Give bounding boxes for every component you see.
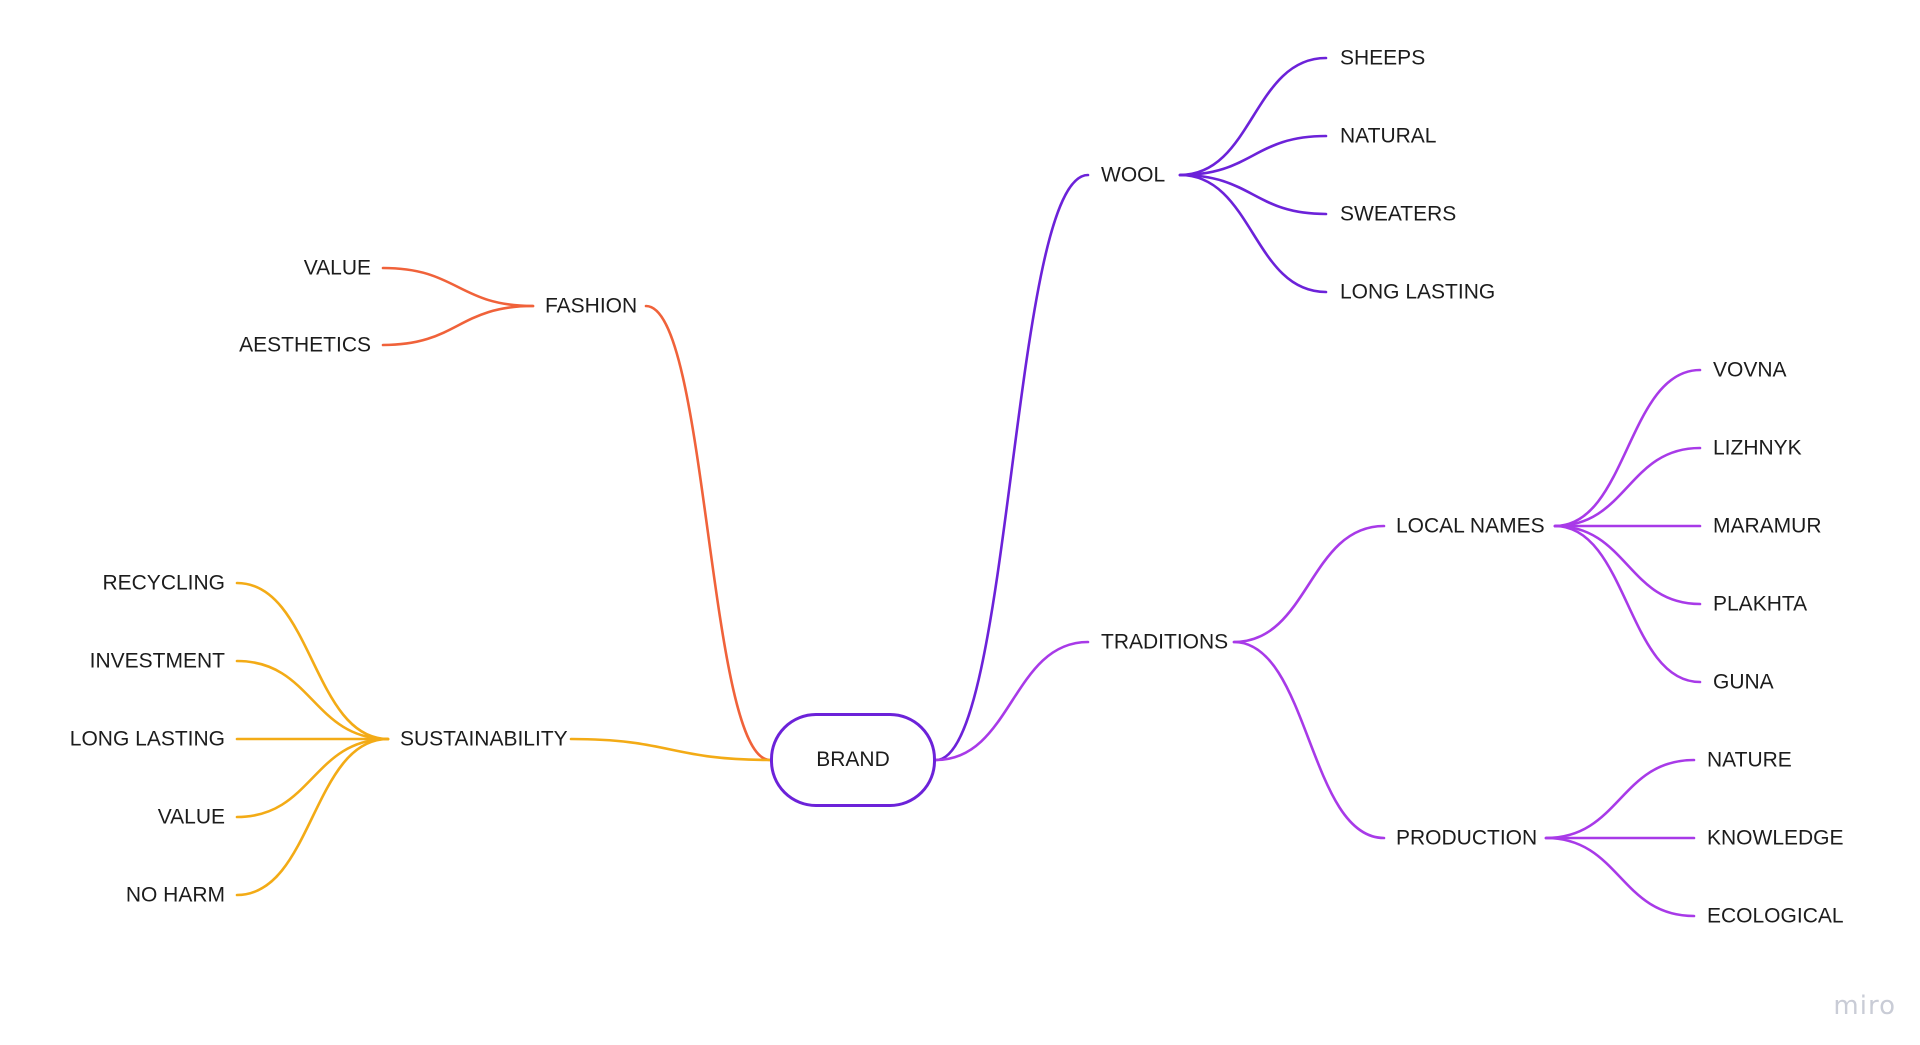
connector-wool-child-2 — [1178, 173, 1328, 216]
root-node-brand[interactable]: BRAND — [770, 713, 936, 807]
node-sustainability-no-harm[interactable]: NO HARM — [125, 883, 225, 907]
connector-local-names-child-4 — [1553, 524, 1702, 684]
node-local-names-vovna[interactable]: VOVNA — [1713, 358, 1787, 382]
node-local-names[interactable]: LOCAL NAMES — [1396, 514, 1545, 538]
connector-production-child-0 — [1544, 758, 1696, 840]
connector-sustainability-child-4 — [235, 737, 390, 897]
node-wool-long-lasting[interactable]: LONG LASTING — [1340, 280, 1496, 304]
node-wool-natural[interactable]: NATURAL — [1340, 124, 1437, 148]
root-node-label: BRAND — [816, 748, 890, 771]
connector-brand-wool — [934, 173, 1090, 762]
node-local-names-maramur[interactable]: MARAMUR — [1713, 514, 1822, 538]
node-sustainability-long-lasting[interactable]: LONG LASTING — [69, 727, 225, 751]
connector-fashion-aesthetics — [381, 304, 535, 347]
connector-sustainability-child-0 — [235, 581, 390, 741]
connector-production-child-2 — [1544, 836, 1696, 918]
connector-traditions-production — [1232, 640, 1386, 840]
connector-brand-sustainability — [569, 737, 772, 762]
connector-wool-child-3 — [1178, 173, 1328, 294]
connector-sustainability-child-1 — [235, 659, 390, 741]
node-sustainability-value[interactable]: VALUE — [157, 805, 225, 829]
connector-brand-fashion — [644, 304, 772, 762]
node-traditions[interactable]: TRADITIONS — [1101, 630, 1229, 654]
connector-traditions-local-names — [1232, 524, 1386, 644]
node-fashion-value[interactable]: VALUE — [303, 256, 371, 280]
connector-local-names-child-0 — [1553, 368, 1702, 528]
node-production-nature[interactable]: NATURE — [1707, 748, 1792, 772]
node-fashion-aesthetics[interactable]: AESTHETICS — [239, 333, 371, 357]
node-wool[interactable]: WOOL — [1101, 163, 1166, 187]
connector-sustainability-child-3 — [235, 737, 390, 819]
node-production-knowledge[interactable]: KNOWLEDGE — [1707, 826, 1844, 850]
connector-local-names-child-1 — [1553, 446, 1702, 528]
node-production-ecological[interactable]: ECOLOGICAL — [1707, 904, 1844, 928]
node-local-names-guna[interactable]: GUNA — [1713, 670, 1774, 694]
node-fashion[interactable]: FASHION — [545, 294, 638, 318]
node-sustainability-recycling[interactable]: RECYCLING — [102, 571, 225, 595]
node-sustainability[interactable]: SUSTAINABILITY — [400, 727, 568, 751]
node-sustainability-investment[interactable]: INVESTMENT — [89, 649, 225, 673]
node-production[interactable]: PRODUCTION — [1396, 826, 1538, 850]
miro-watermark-logo: miro — [1833, 991, 1896, 1021]
node-wool-sweaters[interactable]: SWEATERS — [1340, 202, 1457, 226]
connector-brand-traditions — [934, 640, 1090, 762]
node-local-names-plakhta[interactable]: PLAKHTA — [1713, 592, 1808, 616]
connector-wool-child-0 — [1178, 56, 1328, 177]
node-local-names-lizhnyk[interactable]: LIZHNYK — [1713, 436, 1802, 460]
node-wool-sheeps[interactable]: SHEEPS — [1340, 46, 1426, 70]
connector-local-names-child-3 — [1553, 524, 1702, 606]
connector-wool-child-1 — [1178, 134, 1328, 177]
connector-fashion-value — [381, 266, 535, 308]
